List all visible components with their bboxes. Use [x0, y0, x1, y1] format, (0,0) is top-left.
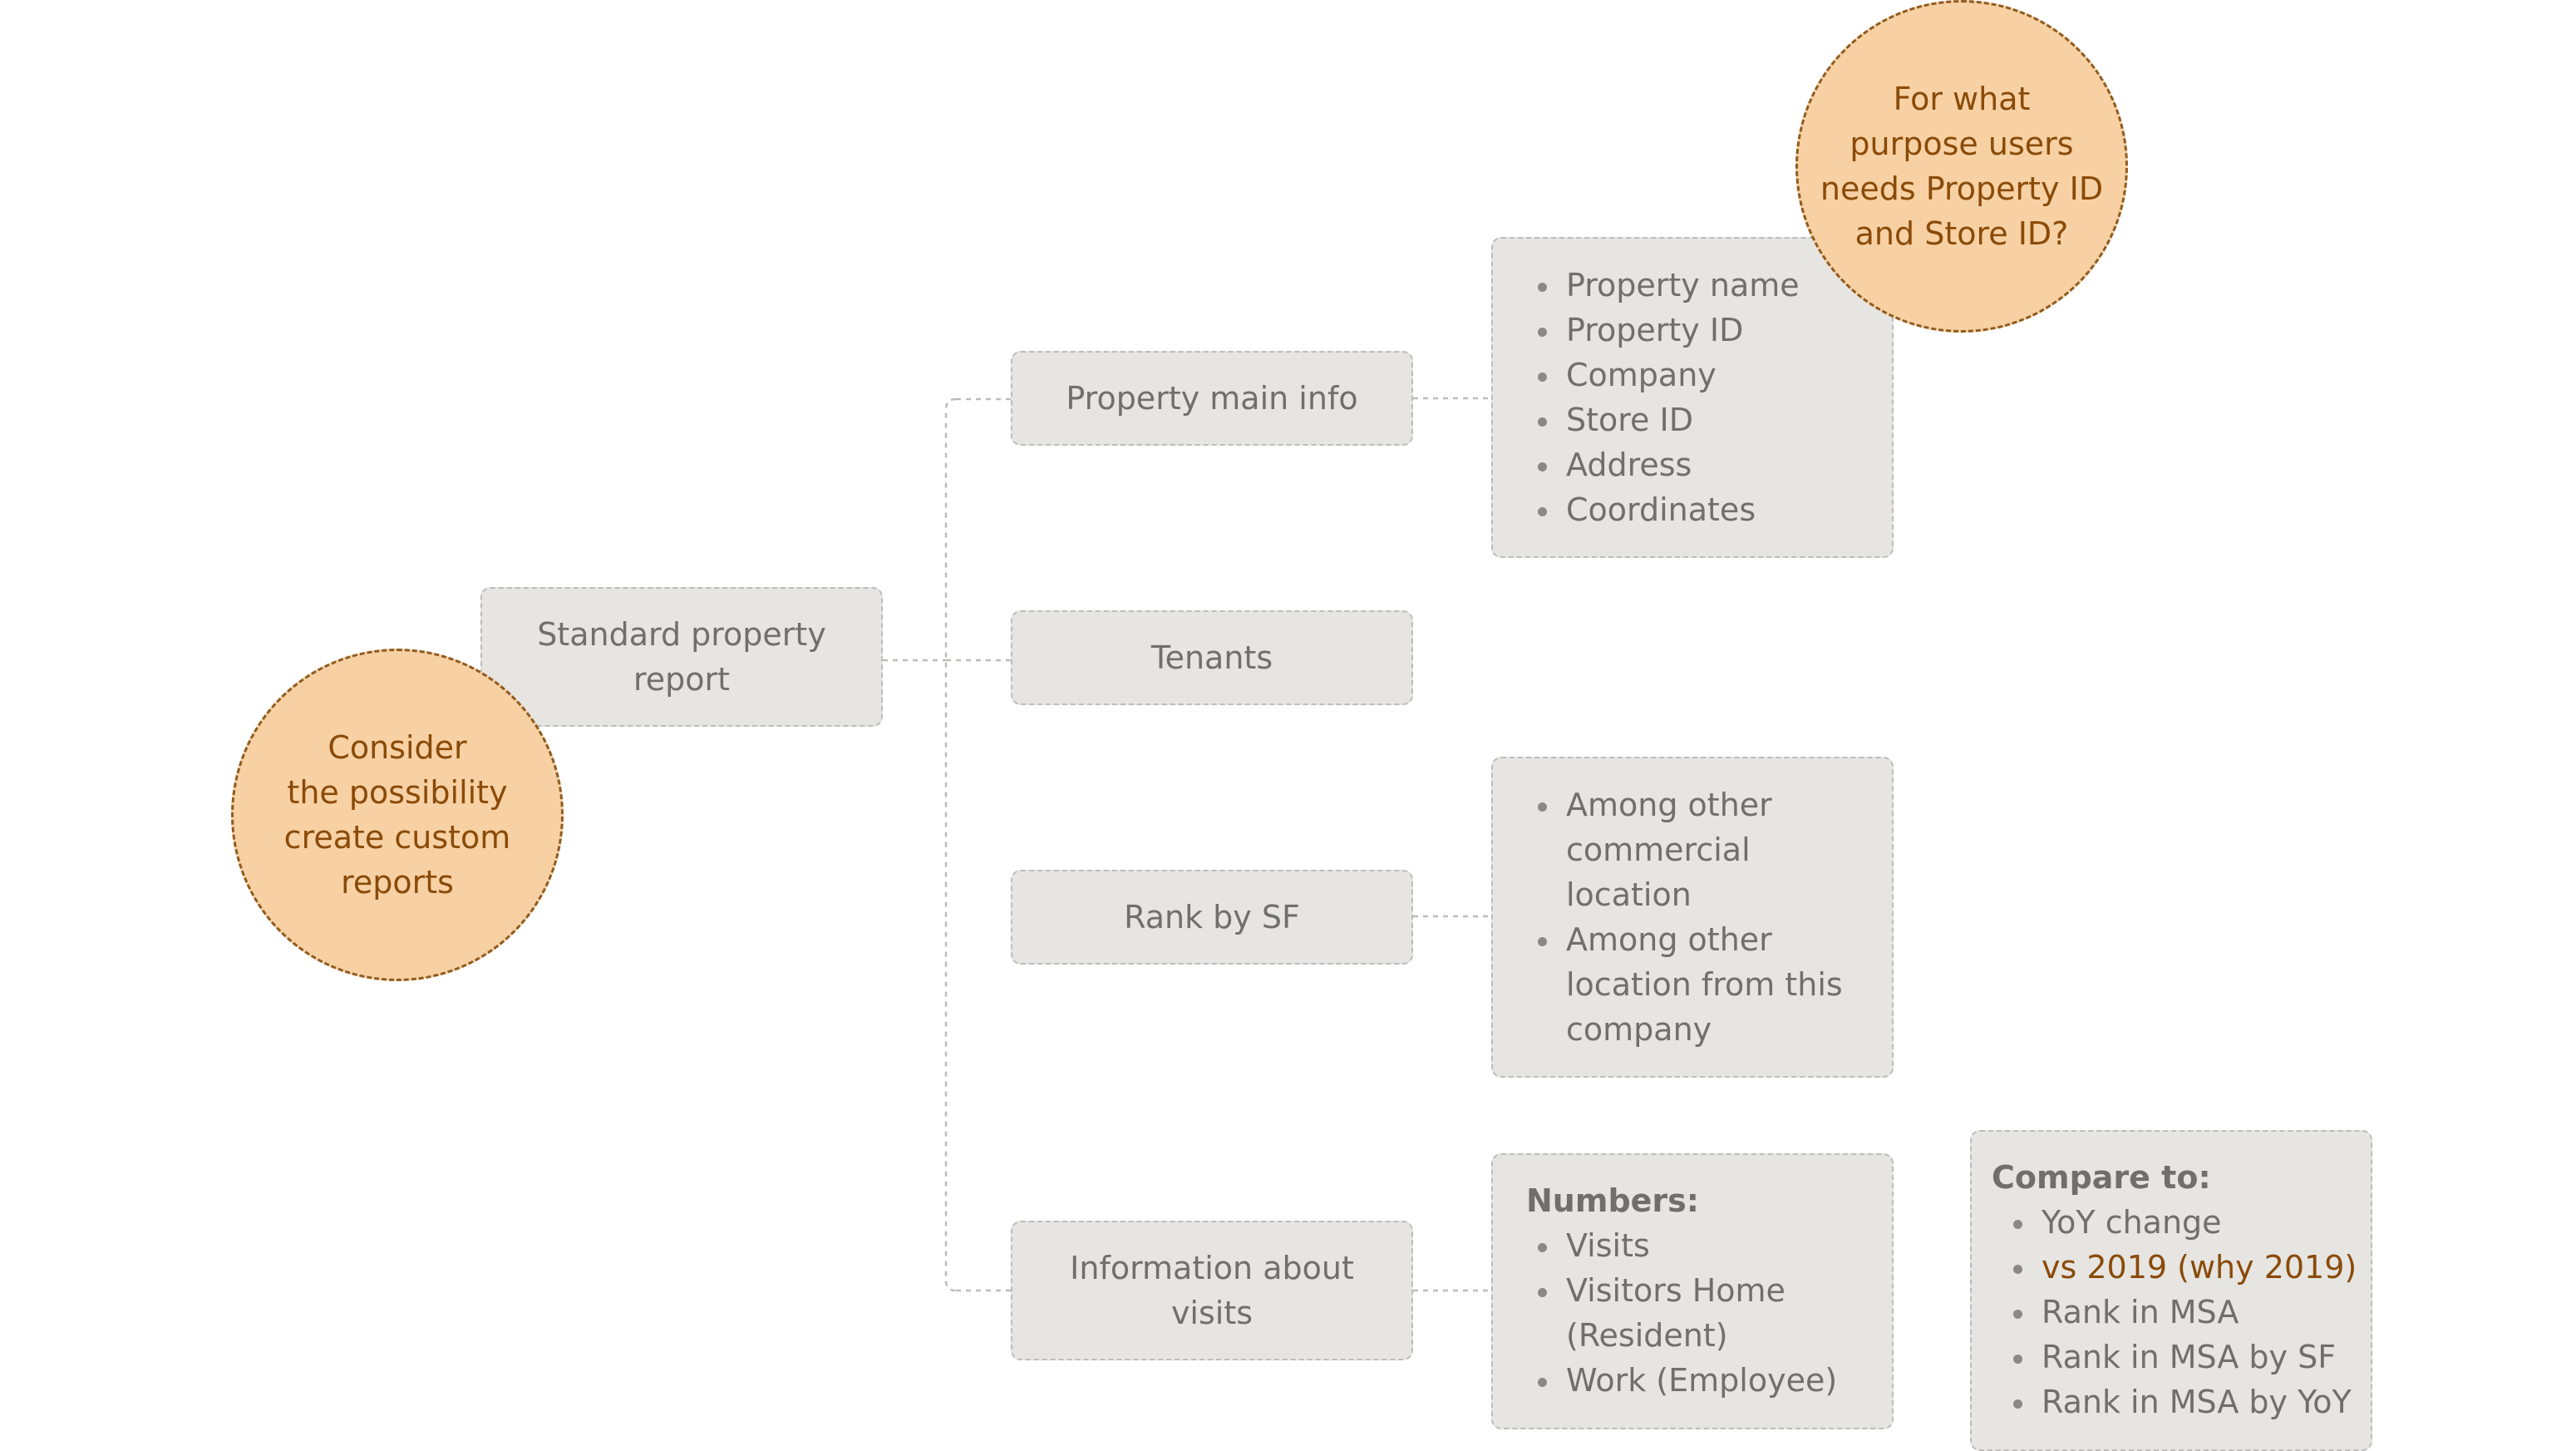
branch-node-rank-by-sf-label: Rank by SF — [1124, 899, 1300, 935]
note-custom-reports-line1: Consider — [328, 729, 467, 766]
list-item: Store ID — [1526, 397, 1875, 442]
compare-to-list-box[interactable]: Compare to: YoY change vs 2019 (why 2019… — [1970, 1130, 2372, 1451]
root-node-label-line1: Standard property — [537, 616, 826, 653]
note-property-id-question[interactable]: For what purpose users needs Property ID… — [1795, 0, 2128, 333]
list-item: Visitors Home (Resident) — [1526, 1268, 1859, 1358]
list-item: Address — [1526, 442, 1875, 487]
note-custom-reports-line3: create custom — [283, 819, 511, 856]
branch-node-visits-label-line2: visits — [1170, 1295, 1254, 1331]
branch-node-property-main-info-label: Property main info — [1066, 380, 1358, 417]
list-item: Among other commercial location — [1526, 782, 1847, 917]
list-item: Property name — [1526, 263, 1875, 308]
compare-to-list: YoY change vs 2019 (why 2019) Rank in MS… — [1992, 1200, 2362, 1424]
note-custom-reports-line4: reports — [341, 864, 454, 901]
note-property-id-question-line2: purpose users — [1849, 126, 2074, 162]
branch-node-tenants-label: Tenants — [1150, 639, 1273, 676]
list-item: Work (Employee) — [1526, 1358, 1859, 1403]
note-property-id-question-line4: and Store ID? — [1854, 215, 2069, 252]
root-node-standard-property-report[interactable]: Standard property report — [480, 587, 883, 727]
branch-node-visits-label-line1: Information about — [1070, 1250, 1354, 1286]
branch-node-information-about-visits[interactable]: Information about visits — [1011, 1221, 1413, 1360]
numbers-list: Visits Visitors Home (Resident) Work (Em… — [1526, 1223, 1859, 1403]
list-item-highlighted: vs 2019 (why 2019) — [2002, 1245, 2362, 1290]
branch-node-tenants[interactable]: Tenants — [1011, 610, 1413, 705]
list-item: Property ID — [1526, 308, 1875, 353]
note-custom-reports-line2: the possibility — [287, 774, 508, 811]
list-item: Visits — [1526, 1223, 1859, 1268]
note-property-id-question-line3: needs Property ID — [1820, 170, 2104, 207]
list-item: Rank in MSA by YoY — [2002, 1379, 2362, 1424]
list-item: Company — [1526, 353, 1875, 397]
list-item: Rank in MSA — [2002, 1290, 2362, 1335]
property-info-list-box[interactable]: Property name Property ID Company Store … — [1491, 237, 1894, 558]
list-item: Rank in MSA by SF — [2002, 1335, 2362, 1379]
list-item: Among other location from this company — [1526, 917, 1847, 1052]
compare-to-heading: Compare to: — [1992, 1159, 2211, 1196]
note-property-id-question-line1: For what — [1893, 81, 2031, 117]
root-node-label-line2: report — [633, 661, 731, 698]
numbers-list-box[interactable]: Numbers: Visits Visitors Home (Resident)… — [1491, 1153, 1894, 1429]
list-item: YoY change — [2002, 1200, 2362, 1245]
connector-trunk-vertical — [944, 397, 957, 1292]
branch-node-property-main-info[interactable]: Property main info — [1011, 351, 1413, 446]
rank-list-box[interactable]: Among other commercial location Among ot… — [1491, 757, 1894, 1078]
note-custom-reports[interactable]: Consider the possibility create custom r… — [231, 649, 564, 981]
rank-list: Among other commercial location Among ot… — [1526, 782, 1847, 1052]
property-info-list: Property name Property ID Company Store … — [1526, 263, 1875, 532]
list-item: Coordinates — [1526, 487, 1875, 532]
numbers-heading: Numbers: — [1526, 1182, 1699, 1219]
branch-node-rank-by-sf[interactable]: Rank by SF — [1011, 870, 1413, 965]
